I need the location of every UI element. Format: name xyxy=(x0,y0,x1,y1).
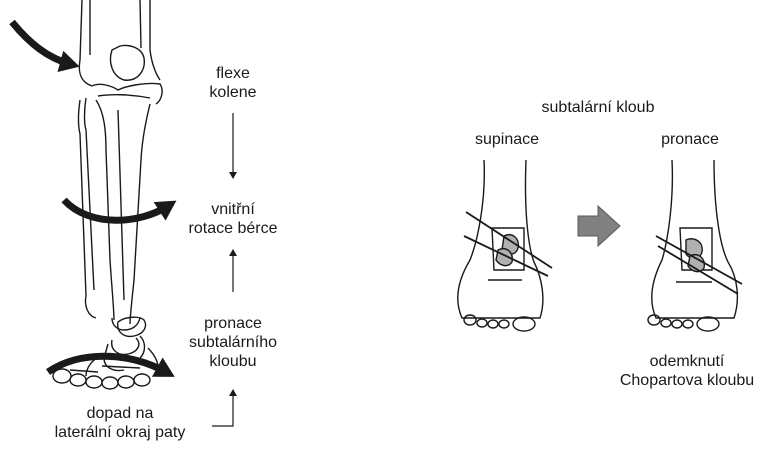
label-supination: supinace xyxy=(462,130,552,149)
transition-arrow xyxy=(578,206,620,246)
label-subtalar-pronation-line1: pronace xyxy=(163,314,303,333)
flow-arrow-bracket xyxy=(212,390,233,426)
label-subtalar-pronation: pronace subtalárního kloubu xyxy=(163,314,303,371)
label-pronation: pronace xyxy=(650,130,730,149)
label-knee-flexion-line2: kolene xyxy=(183,83,283,102)
internal-rotation-arrow xyxy=(64,200,168,220)
label-internal-rotation: vnitřní rotace bérce xyxy=(163,200,303,238)
knee-flexion-arrow xyxy=(12,22,70,64)
label-chopart-unlocking: odemknutí Chopartova kloubu xyxy=(612,352,762,390)
label-subtalar-joint-title: subtalární kloub xyxy=(518,98,678,117)
label-lateral-heel-strike-line1: dopad na xyxy=(30,404,210,423)
label-lateral-heel-strike-line2: laterální okraj paty xyxy=(30,423,210,442)
label-knee-flexion-line1: flexe xyxy=(183,64,283,83)
label-knee-flexion: flexe kolene xyxy=(183,64,283,102)
label-subtalar-pronation-line2: subtalárního xyxy=(163,333,303,352)
pronation-foot xyxy=(648,160,742,331)
label-internal-rotation-line2: rotace bérce xyxy=(163,219,303,238)
label-chopart-line1: odemknutí xyxy=(612,352,762,371)
label-internal-rotation-line1: vnitřní xyxy=(163,200,303,219)
lower-leg-skeleton xyxy=(53,0,162,389)
supination-foot xyxy=(458,160,552,331)
label-chopart-line2: Chopartova kloubu xyxy=(612,371,762,390)
label-subtalar-pronation-line3: kloubu xyxy=(163,352,303,371)
label-lateral-heel-strike: dopad na laterální okraj paty xyxy=(30,404,210,442)
